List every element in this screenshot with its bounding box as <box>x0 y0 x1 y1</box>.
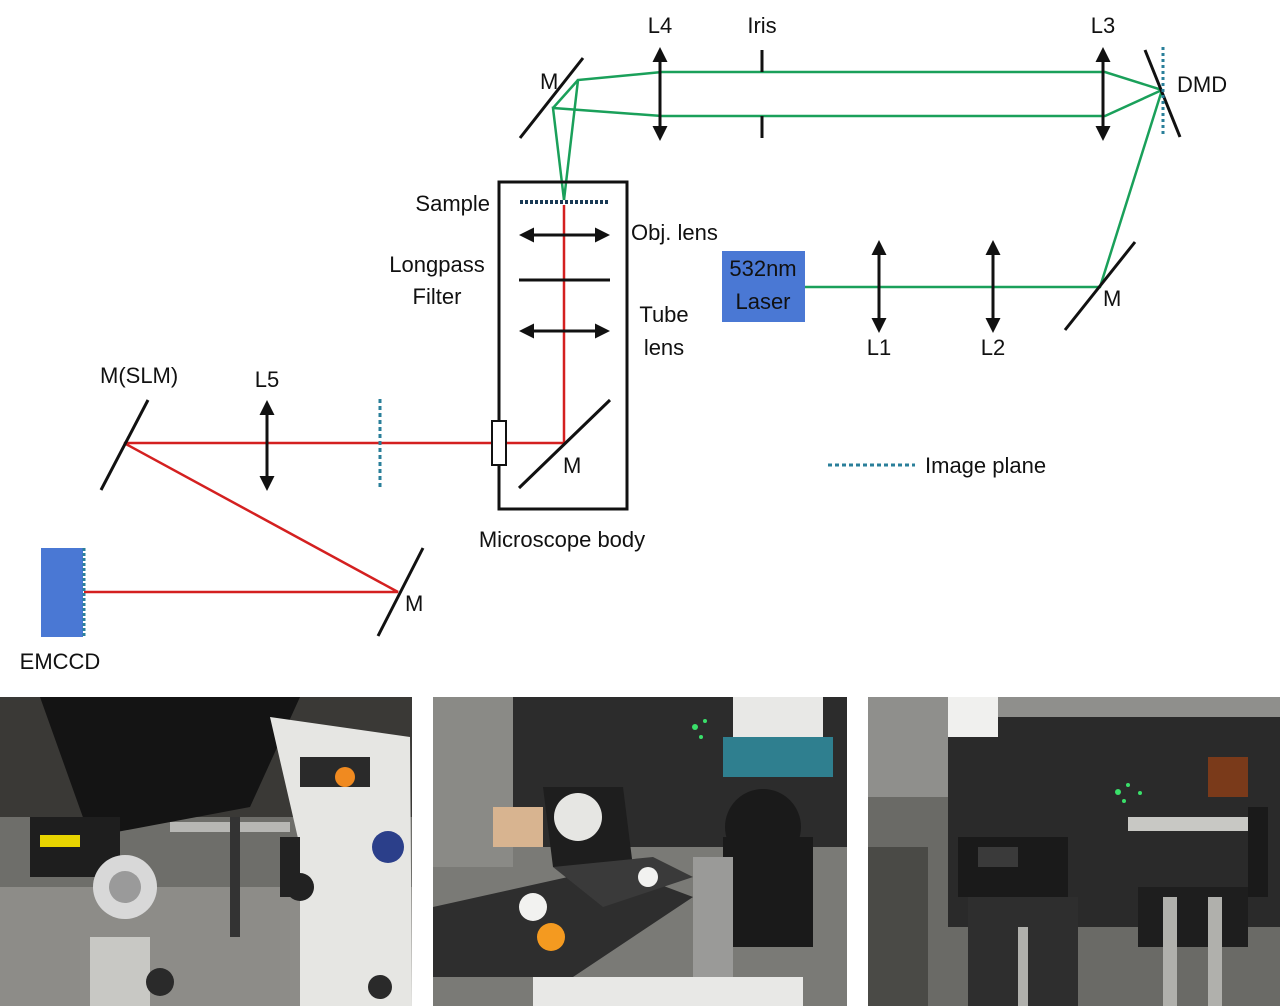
microscope-body-label: Microscope body <box>479 527 645 552</box>
excitation-beam <box>551 70 1164 289</box>
longpass-label-line1: Longpass <box>389 252 484 277</box>
setup-photo-laser-rails <box>868 697 1280 1006</box>
sample-label: Sample <box>415 191 490 216</box>
top-mirror-label: M <box>540 69 558 94</box>
obj-lens-label: Obj. lens <box>631 220 718 245</box>
right-mirror-label: M <box>1103 286 1121 311</box>
bottom-mirror-icon <box>376 547 425 637</box>
body-mirror-icon <box>517 398 612 490</box>
tube-lens-label-line1: Tube <box>639 302 688 327</box>
laser-box <box>722 251 805 322</box>
setup-photo-microscope-side <box>0 697 412 1006</box>
optical-setup-diagram: 532nm Laser L4 Iris L3 DMD M Sample Obj.… <box>20 13 1227 674</box>
right-mirror-icon <box>1063 241 1137 331</box>
l3-label: L3 <box>1091 13 1115 38</box>
l4-label: L4 <box>648 13 672 38</box>
tube-lens-label-line2: lens <box>644 335 684 360</box>
image-plane-legend-label: Image plane <box>925 453 1046 478</box>
l2-label: L2 <box>981 335 1005 360</box>
dmd-icon <box>1143 49 1182 138</box>
top-mirror-icon <box>518 57 585 139</box>
laser-label-line2: Laser <box>735 289 790 314</box>
iris-label: Iris <box>747 13 776 38</box>
slm-mirror-icon <box>99 399 150 491</box>
bottom-mirror-label: M <box>405 591 423 616</box>
l1-label: L1 <box>867 335 891 360</box>
dmd-label: DMD <box>1177 72 1227 97</box>
body-mirror-label: M <box>563 453 581 478</box>
l5-label: L5 <box>255 367 279 392</box>
slm-mirror-label: M(SLM) <box>100 363 178 388</box>
emccd-label: EMCCD <box>20 649 101 674</box>
setup-photo-stage-dmd <box>433 697 847 1006</box>
laser-label-line1: 532nm <box>729 256 796 281</box>
body-port-window <box>491 420 507 466</box>
emccd-box <box>41 548 83 637</box>
longpass-label-line2: Filter <box>413 284 462 309</box>
microscope-body-box <box>497 180 629 511</box>
